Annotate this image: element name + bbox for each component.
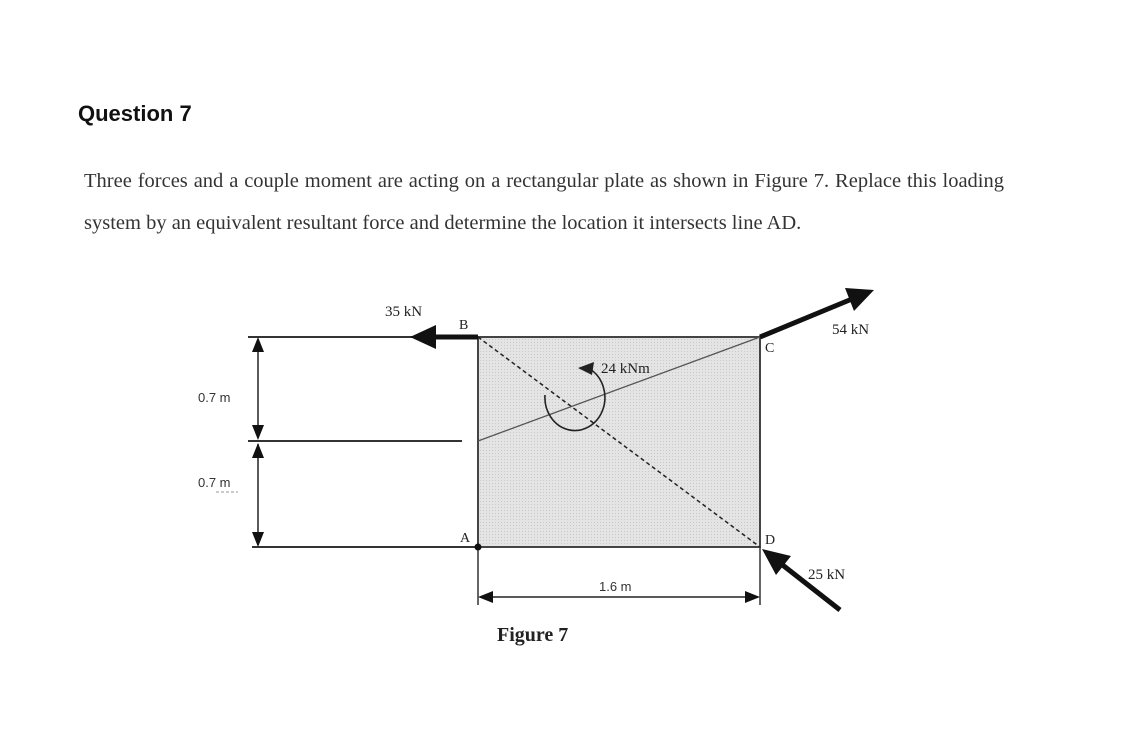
force-arrow-54kn: [759, 288, 874, 340]
point-label-c: C: [765, 341, 774, 356]
diagonal-bd: [477, 336, 761, 548]
dim-upper: [252, 337, 264, 440]
point-label-b: B: [459, 318, 468, 333]
point-label-a: A: [460, 531, 471, 546]
dim-lower: [252, 443, 264, 547]
moment-arrow: [544, 362, 606, 432]
line-to-c: [477, 336, 761, 442]
force-label-54kn: 54 kN: [832, 322, 869, 338]
dim-width: [478, 591, 760, 603]
question-text: Three forces and a couple moment are act…: [84, 170, 1004, 234]
force-arrow-25kn: [762, 549, 842, 612]
force-arrow-35kn: [410, 325, 478, 349]
point-label-d: D: [765, 533, 775, 548]
point-a-dot: [474, 543, 482, 551]
force-label-25kn: 25 kN: [808, 567, 845, 583]
force-label-35kn: 35 kN: [385, 304, 422, 320]
dim-label-lower: 0.7 m: [198, 475, 231, 490]
dim-label-width: 1.6 m: [599, 579, 632, 594]
dim-label-upper: 0.7 m: [198, 390, 231, 405]
figure-caption: Figure 7: [497, 624, 568, 646]
moment-label: 24 kNm: [601, 361, 650, 377]
question-title: Question 7: [78, 101, 192, 126]
